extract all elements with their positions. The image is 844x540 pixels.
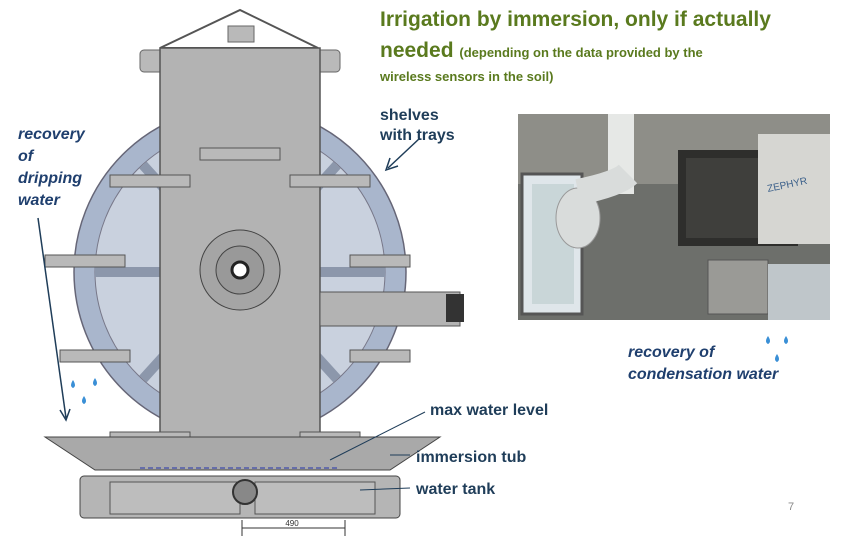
title-paren: (depending on the data provided by the (459, 45, 703, 60)
immersion-tub-label: immersion tub (416, 449, 527, 466)
dripping-drops (71, 378, 97, 404)
tank-compartment-left (109, 481, 241, 515)
slide-title: Irrigation by immersion, only if actuall… (380, 4, 840, 86)
immersion-tub (43, 436, 442, 471)
condensation-drops (766, 336, 788, 362)
dimension-label: 490 (285, 519, 299, 528)
pump (232, 479, 258, 505)
tank-compartment-right (254, 481, 376, 515)
recovery-dripping-label: recovery of dripping water (18, 126, 85, 209)
side-motor-box (319, 291, 461, 327)
pointer-arrows (37, 137, 426, 491)
water-tank-label: water tank (416, 481, 496, 498)
shelves-label: shelves with trays (380, 107, 455, 144)
title-line-2: needed (depending on the data provided b… (380, 35, 840, 68)
recovery-condensation-label: recovery of condensation water (628, 344, 779, 383)
max-water-level-label: max water level (430, 402, 549, 419)
motor-connector (446, 294, 464, 322)
top-bracket-center (227, 25, 255, 43)
title-needed: needed (380, 39, 454, 62)
condensation-unit-photo: ZEPHYR (518, 114, 830, 320)
title-line-1: Irrigation by immersion, only if actuall… (380, 8, 771, 31)
hub-axle (230, 260, 250, 280)
page-number: 7 (788, 501, 795, 513)
shelf-trays (44, 147, 411, 445)
title-line-3: wireless sensors in the soil) (380, 69, 554, 84)
